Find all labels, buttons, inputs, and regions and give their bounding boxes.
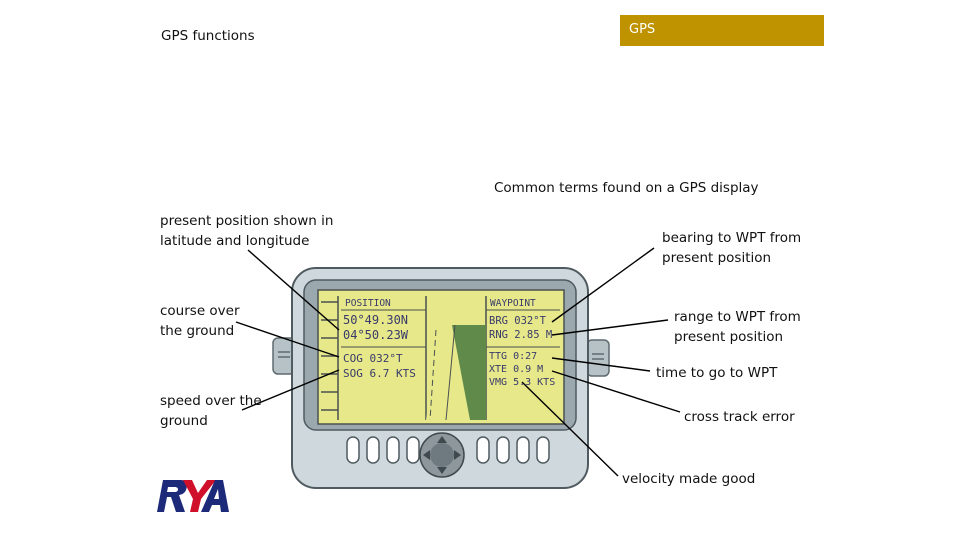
section-banner-label: GPS — [629, 22, 656, 37]
label-present-position: present position shown in latitude and l… — [160, 213, 334, 249]
right-knob — [586, 339, 610, 377]
device-button-1 — [346, 436, 360, 464]
cog-value: COG 032°T — [343, 352, 403, 365]
label-velocity-made-good: velocity made good — [622, 471, 756, 487]
rng-value: RNG 2.85 M — [489, 329, 552, 341]
device-button-3 — [386, 436, 400, 464]
waypoint-header: WAYPOINT — [490, 298, 536, 309]
latitude-value: 50°49.30N — [343, 313, 408, 327]
xte-value: XTE 0.9 M — [489, 364, 543, 375]
label-speed-over-ground: speed over the ground — [160, 393, 262, 429]
label-cross-track-error: cross track error — [684, 409, 795, 425]
device-button-6 — [496, 436, 510, 464]
position-header: POSITION — [345, 298, 391, 309]
device-button-4 — [406, 436, 420, 464]
cross-track-zone — [452, 325, 486, 420]
label-bearing-to-wpt: bearing to WPT from present position — [662, 230, 802, 266]
sog-value: SOG 6.7 KTS — [343, 367, 416, 380]
device-button-2 — [366, 436, 380, 464]
label-range-to-wpt: range to WPT from present position — [674, 309, 801, 345]
section-banner: GPS — [620, 15, 824, 46]
longitude-value: 04°50.23W — [343, 328, 409, 342]
rya-logo — [157, 480, 229, 512]
label-time-to-go: time to go to WPT — [656, 365, 778, 381]
leader-lines — [235, 247, 681, 477]
diagram-subtitle: Common terms found on a GPS display — [494, 180, 759, 196]
ttg-value: TTG 0:27 — [489, 351, 537, 362]
device-button-7 — [516, 436, 530, 464]
label-course-over-ground: course over the ground — [160, 303, 240, 339]
page-title: GPS functions — [161, 28, 255, 44]
brg-value: BRG 032°T — [489, 315, 547, 327]
device-button-5 — [476, 436, 490, 464]
device-button-8 — [536, 436, 550, 464]
